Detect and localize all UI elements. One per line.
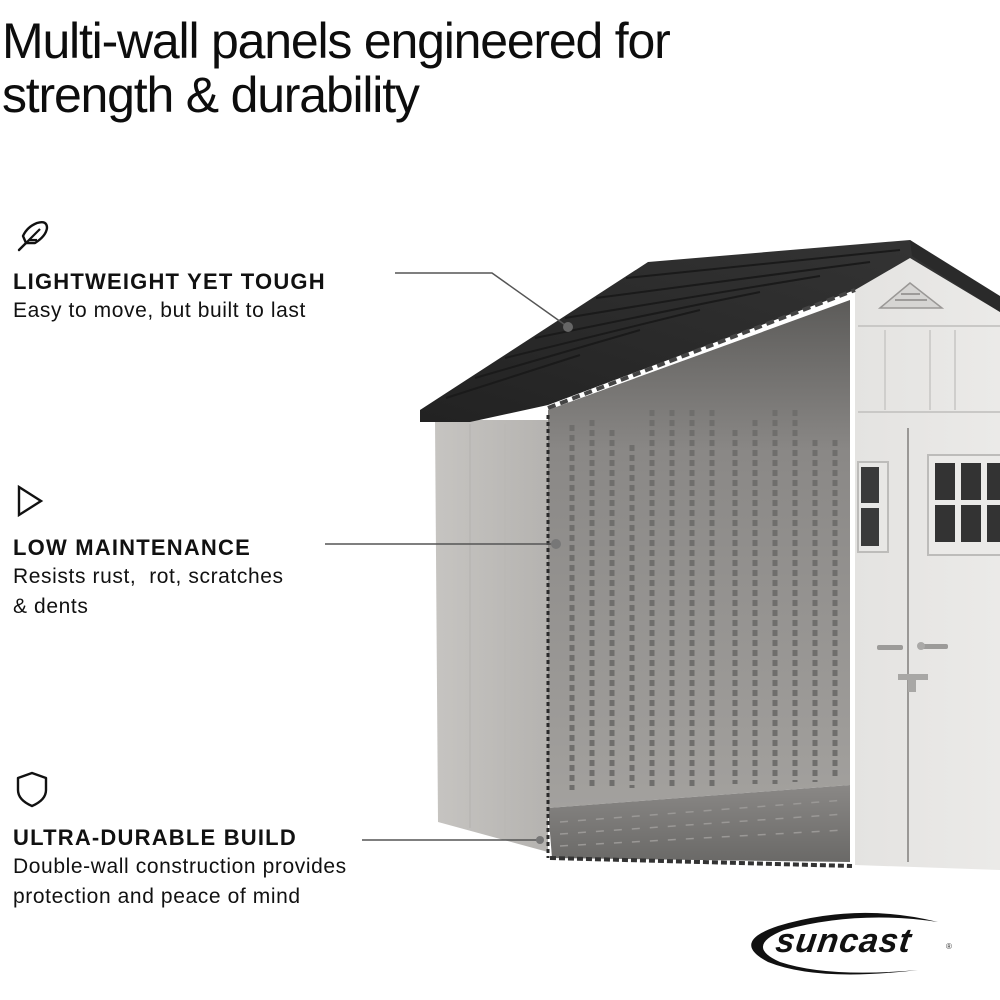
feature-title: LOW MAINTENANCE [13, 535, 251, 560]
feature-description-line-1: Resists rust, rot, scratches [13, 565, 284, 588]
logo-text: suncast [773, 922, 915, 960]
feature-description: Easy to move, but built to last [13, 299, 306, 322]
suncast-logo: suncast ® [738, 908, 968, 978]
play-triangle-icon [17, 484, 44, 518]
feature-lightweight: LIGHTWEIGHT YET TOUGH Easy to move, but … [13, 214, 483, 326]
feature-description: Double-wall construction provides protec… [13, 852, 483, 912]
headline-line-1: Multi-wall panels engineered for [2, 13, 671, 69]
feature-description: Resists rust, rot, scratches & dents [13, 562, 483, 622]
shed-front-wall [855, 252, 1000, 870]
feature-description-line-2: protection and peace of mind [13, 885, 301, 908]
shed-interior [548, 300, 850, 808]
shed-roof [420, 240, 1000, 422]
door-handle-right [918, 644, 948, 649]
page-headline: Multi-wall panels engineered for strengt… [2, 14, 902, 122]
registered-mark: ® [946, 942, 952, 951]
feature-description-line-2: & dents [13, 595, 89, 618]
shield-icon [16, 771, 48, 808]
feature-title: LIGHTWEIGHT YET TOUGH [13, 269, 326, 294]
feature-ultra-durable: ULTRA-DURABLE BUILD Double-wall construc… [13, 770, 483, 912]
shed-floor [548, 785, 850, 862]
door-window [927, 454, 1000, 556]
feather-icon [17, 220, 49, 252]
door-handle-left [877, 645, 903, 650]
side-window [857, 461, 889, 553]
gable-vent [877, 282, 945, 309]
feature-low-maintenance: LOW MAINTENANCE Resists rust, rot, scrat… [13, 484, 483, 622]
headline-line-2: strength & durability [2, 67, 420, 123]
feature-description-line-1: Double-wall construction provides [13, 855, 347, 878]
logo-swoosh-icon [751, 912, 938, 975]
feature-title: ULTRA-DURABLE BUILD [13, 825, 297, 850]
